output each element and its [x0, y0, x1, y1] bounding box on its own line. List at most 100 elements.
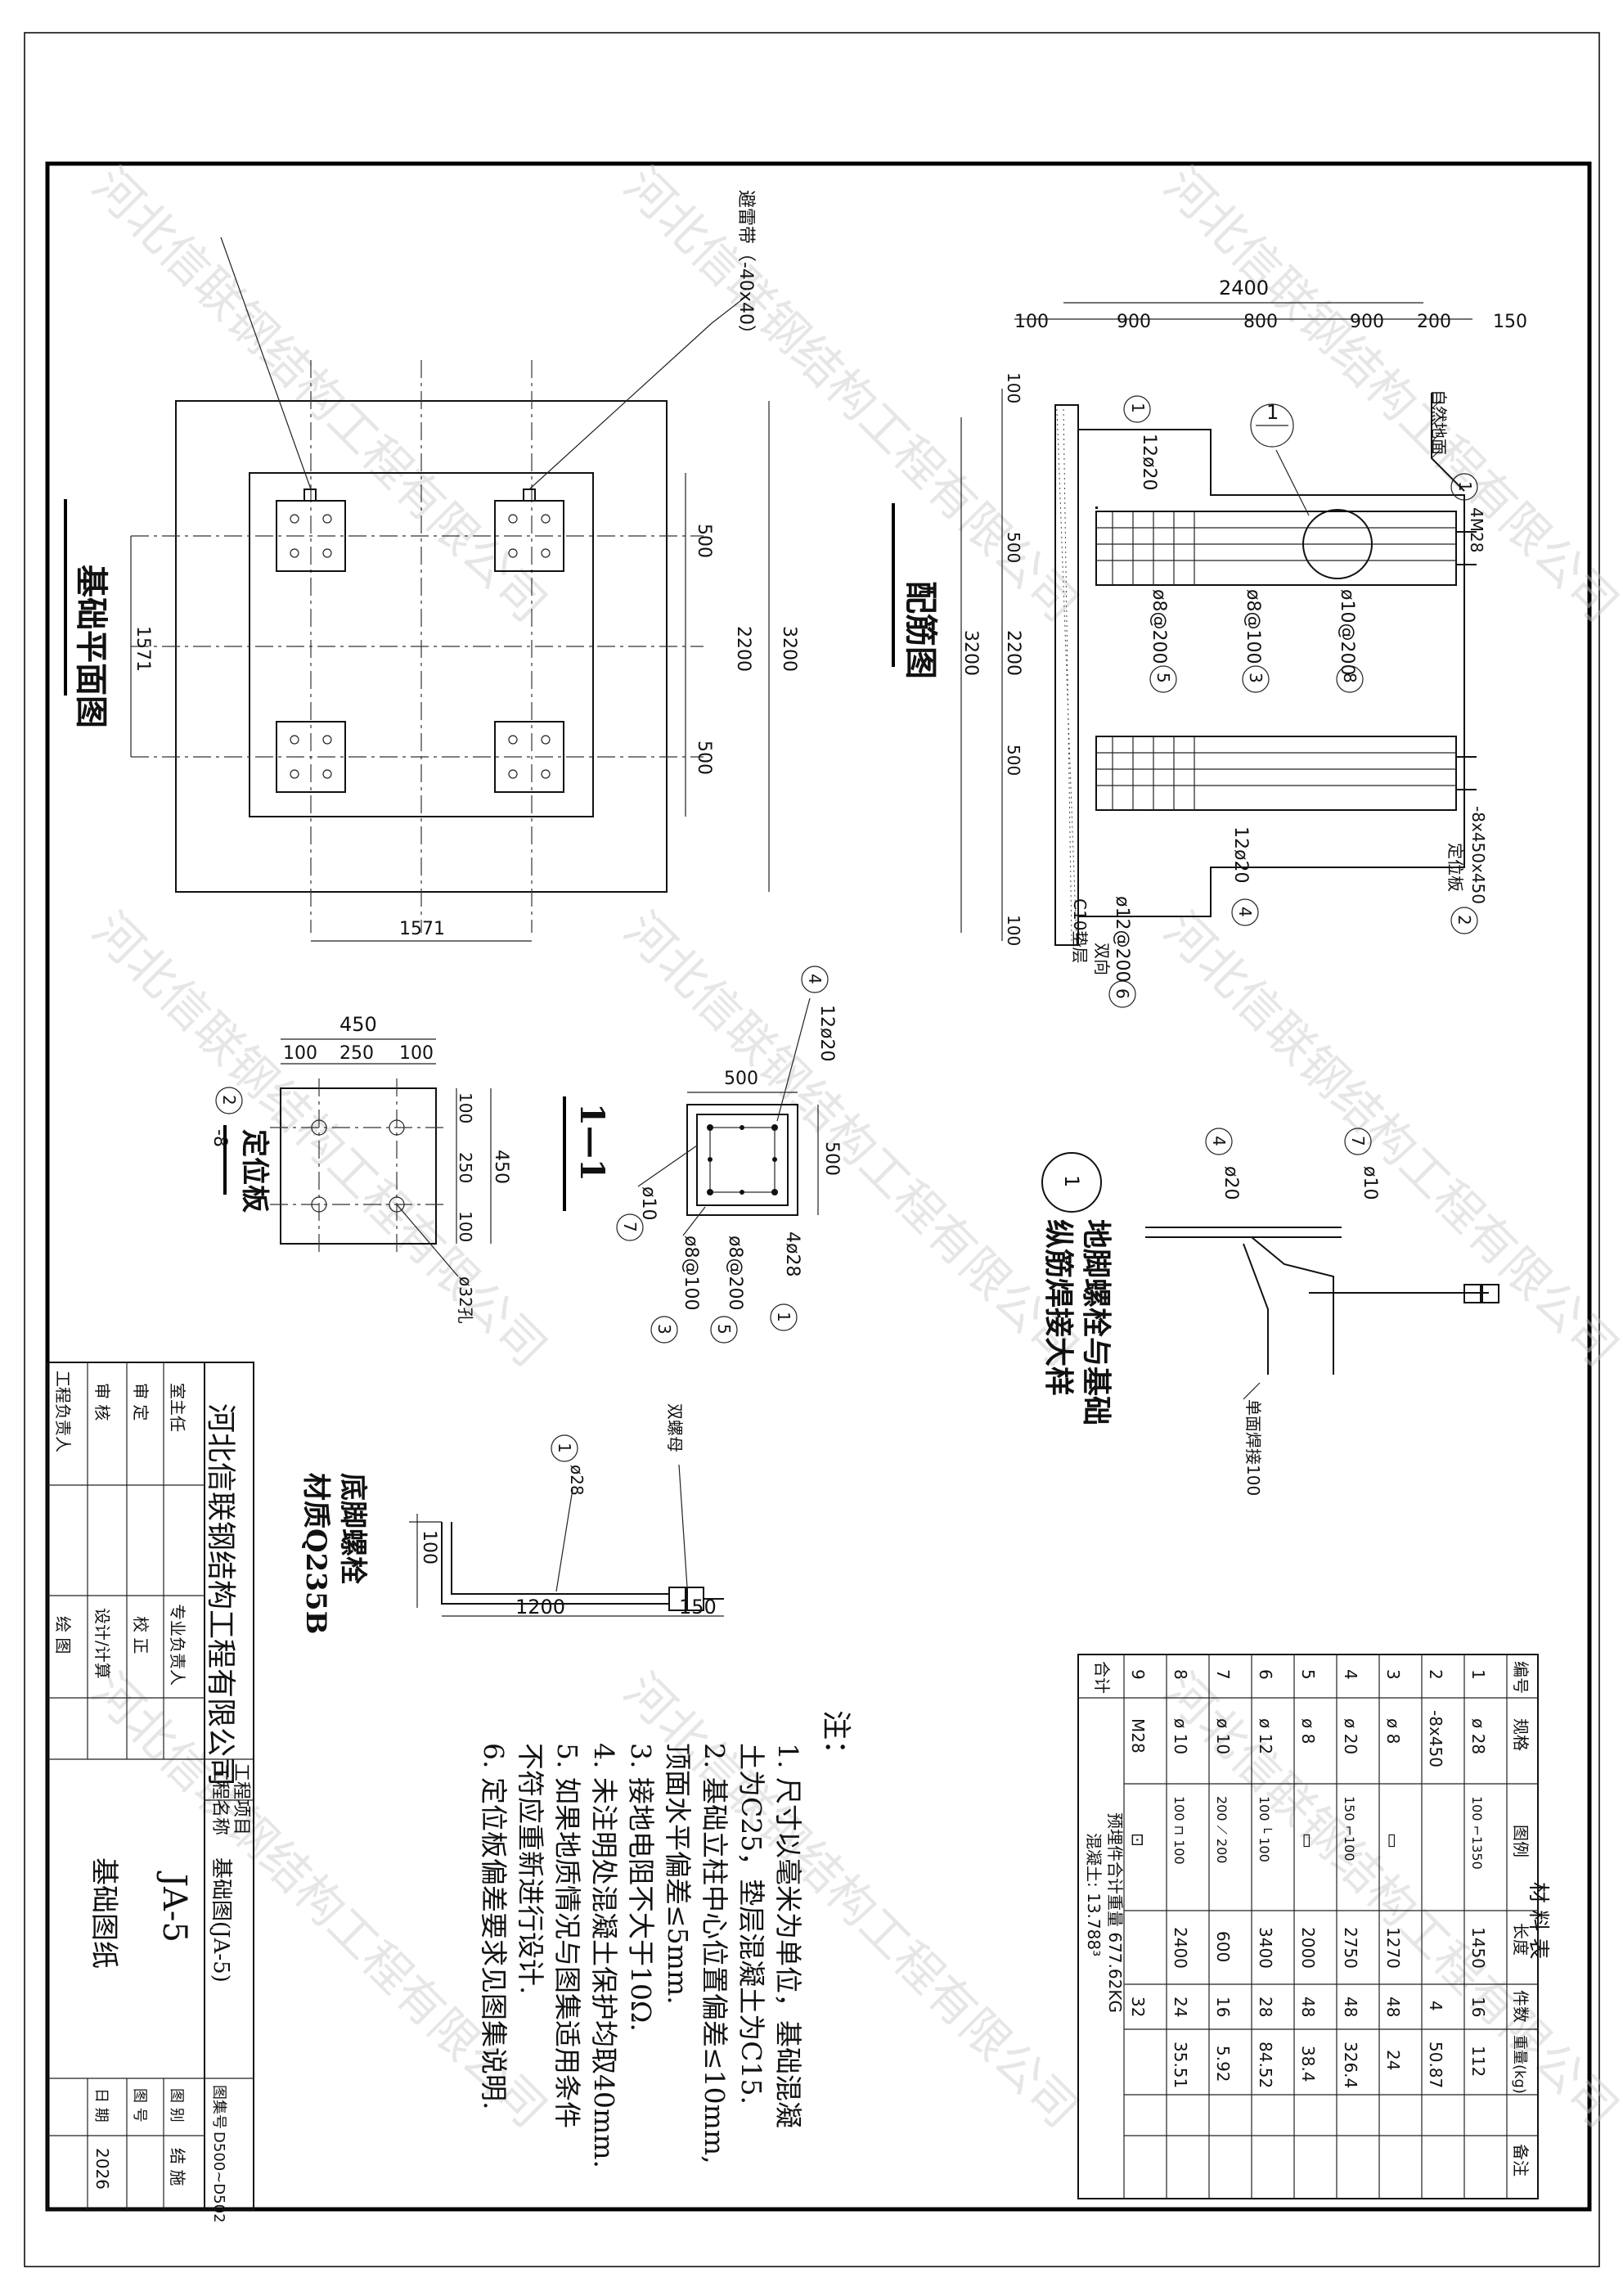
- row6-qty: 28: [1256, 1997, 1275, 2017]
- section-callout-3: 3: [654, 1324, 674, 1335]
- anchor-weld-label: 单面焊接100: [1243, 1399, 1263, 1496]
- row4-legend: 150 ⌐100: [1342, 1796, 1357, 1862]
- plate-hole-label: ø32孔: [456, 1276, 475, 1324]
- rebar-dim-left-3200: 3200: [960, 630, 981, 676]
- foundation-plan: 避雷带（-40x40） 1571 1571 500 2200 500 3200 …: [64, 190, 799, 942]
- section-callout-4: 4: [805, 974, 825, 984]
- plan-dim-3200: 3200: [779, 626, 799, 672]
- row7-qty: 16: [1213, 1997, 1233, 2017]
- row2-weight: 50.87: [1426, 2042, 1445, 2088]
- title-block: 河北信联钢结构工程有限公司 室主任 审 定 审 核 工程负责人 专业负责人 校 …: [47, 1362, 254, 2223]
- table-header-spec: 规格: [1511, 1718, 1531, 1751]
- bolt-dim-1200: 1200: [515, 1596, 565, 1618]
- rebar-callout-8: 8: [1340, 673, 1360, 683]
- row3-no: 3: [1383, 1669, 1403, 1680]
- anchor-weld-detail: 1 地脚螺栓与基础 纵筋焊接大样 4 ø20 7 ø10 单面焊接100: [1041, 1128, 1499, 1496]
- rebar-callout-3: 3: [1246, 673, 1266, 683]
- plate-dim-100-b: 100: [399, 1043, 434, 1064]
- notes-title: 注：: [819, 1710, 852, 1769]
- table-row: 3 ø 8 ▭ 1270 48 24: [1383, 1669, 1403, 2070]
- table-title: 材 料 表: [1526, 1882, 1550, 1960]
- anchor-bolt-detail: 100 1200 150 1 ø28 双螺母 底脚螺栓 材质Q235B: [299, 1403, 724, 1634]
- rebar-dim-top-900a: 900: [1117, 312, 1151, 332]
- section-callout-5: 5: [714, 1324, 734, 1335]
- rebar-title: 配筋图: [901, 581, 940, 679]
- table-row: 9 M28 ⊡ 32: [1128, 1669, 1148, 2017]
- rebar-bolt-label: 4M28: [1467, 507, 1486, 552]
- rebar-plate-name: 定位板: [1445, 843, 1465, 892]
- num-label: 图 号: [131, 2088, 148, 2123]
- project-label: 工程项目: [231, 1763, 251, 1835]
- bolt-nut-label: 双螺母: [665, 1403, 685, 1452]
- role-review: 审 核: [92, 1383, 112, 1420]
- role-draw: 绘 图: [53, 1616, 73, 1654]
- row7-legend: 200 ⟋ 200: [1214, 1796, 1230, 1863]
- table-row: 4 ø 20 150 ⌐100 2750 48 326.4: [1341, 1669, 1360, 2088]
- atlas-label: 图集号: [210, 2085, 227, 2129]
- rebar-callout-2: 2: [1454, 915, 1474, 925]
- row8-legend: 100 ⊓ 100: [1171, 1796, 1187, 1865]
- plate-title: 定位板: [238, 1129, 271, 1213]
- note-line-7: 5. 如果地质情况与图集适用条件: [551, 1743, 583, 2128]
- rebar-bar-12-200-note: 双向: [1092, 943, 1112, 975]
- table-row: 2 -8x450 4 50.87: [1426, 1669, 1445, 2088]
- bolt-title: 底脚螺栓: [336, 1473, 369, 1584]
- note-line-9: 6. 定位板偏差要求见图集说明.: [478, 1743, 510, 2109]
- rebar-callout-4a: 1: [1128, 403, 1148, 413]
- type-label: 图 别: [168, 2088, 185, 2123]
- row6-length: 3400: [1256, 1927, 1275, 1969]
- plan-dim-2200: 2200: [733, 626, 753, 672]
- anchor-callout-7: 7: [1348, 1136, 1368, 1146]
- rebar-bar-10-200: ø10@200: [1337, 589, 1357, 675]
- date-value: 2026: [92, 2148, 112, 2190]
- rebar-callout-6: 6: [1113, 988, 1132, 999]
- row8-qty: 24: [1171, 1997, 1190, 2017]
- row5-qty: 48: [1298, 1997, 1318, 2017]
- row6-legend: 100 └ 100: [1257, 1796, 1273, 1862]
- bolt-dim-150: 150: [679, 1596, 717, 1618]
- plate-dim-side-250: 250: [456, 1152, 475, 1183]
- table-total-embed: 预埋件合计重量 677.62KG: [1105, 1812, 1125, 2013]
- rebar-bar-8-100: ø8@100: [1243, 589, 1263, 664]
- rebar-dim-top-150: 150: [1493, 312, 1527, 332]
- row5-weight: 38.4: [1298, 2046, 1318, 2082]
- table-row: 6 ø 12 100 └ 100 3400 28 84.52: [1256, 1669, 1275, 2088]
- note-line-3: 2. 基础立柱中心位置偏差≤10mm,: [699, 1743, 731, 2164]
- row6-weight: 84.52: [1256, 2042, 1275, 2088]
- project-name: 基础图(JA-5): [209, 1857, 233, 1983]
- row1-no: 1: [1468, 1669, 1488, 1680]
- note-line-5: 3. 接地电阻不大于10Ω.: [625, 1743, 657, 2032]
- bolt-material: 材质Q235B: [299, 1473, 332, 1634]
- plan-dim-500-b: 500: [694, 741, 714, 775]
- row8-no: 8: [1171, 1669, 1190, 1680]
- anchor-detail-title2: 纵筋焊接大样: [1041, 1219, 1076, 1396]
- note-line-1: 1. 尺寸以毫米为单位，基础混凝: [772, 1743, 804, 2128]
- note-line-6: 4. 未注明处混凝土保护均取40mm.: [588, 1743, 620, 2168]
- row3-spec: ø 8: [1383, 1718, 1403, 1744]
- rebar-dim-left-500b: 500: [1004, 745, 1023, 776]
- company-name: 河北信联钢结构工程有限公司: [204, 1403, 237, 1786]
- rebar-dim-left-100a: 100: [1004, 372, 1023, 403]
- role-design: 设计/计算: [92, 1608, 112, 1679]
- row1-spec: ø 28: [1468, 1718, 1488, 1754]
- row1-qty: 16: [1468, 1997, 1488, 2017]
- outer-frame: [24, 32, 1600, 2267]
- bolt-dim-100: 100: [419, 1530, 439, 1564]
- row7-no: 7: [1213, 1669, 1233, 1680]
- table-header-length: 长度: [1511, 1923, 1531, 1956]
- row3-qty: 48: [1383, 1997, 1403, 2017]
- section-callout-7: 7: [620, 1222, 640, 1232]
- row7-length: 600: [1213, 1931, 1233, 1962]
- bolt-callout-1: 1: [555, 1443, 574, 1453]
- section-bar-12d20: 12ø20: [816, 1005, 837, 1061]
- drawing-no: JA-5: [155, 1871, 193, 1943]
- section-dim-500-top: 500: [724, 1069, 758, 1089]
- row5-spec: ø 8: [1298, 1718, 1318, 1744]
- plate-subtitle: -8: [209, 1129, 230, 1147]
- role-director: 室主任: [168, 1383, 187, 1432]
- plate-dim-250: 250: [339, 1043, 374, 1064]
- row5-no: 5: [1298, 1669, 1318, 1680]
- base-plate-bl: [276, 721, 346, 793]
- table-row: 8 ø 10 100 ⊓ 100 2400 24 35.51: [1171, 1669, 1190, 2088]
- rebar-bar-8-200: ø8@200: [1149, 589, 1169, 664]
